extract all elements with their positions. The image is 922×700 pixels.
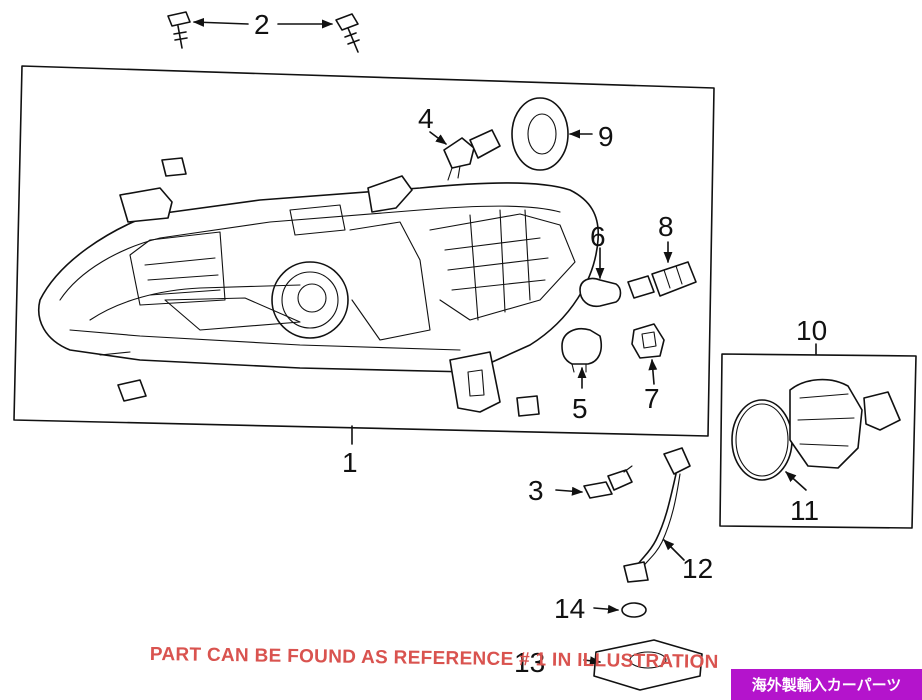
assembly-box (13, 65, 715, 437)
motor-13 (593, 639, 703, 691)
callout-9: 9 (598, 121, 614, 152)
callout-10: 10 (796, 315, 827, 346)
shop-badge: 海外製輸入カーパーツ (731, 669, 922, 700)
housing-10 (789, 378, 901, 469)
callout-12: 12 (682, 553, 713, 584)
callout-6: 6 (590, 221, 606, 252)
bulb-3 (583, 465, 633, 499)
bulb-5 (561, 328, 603, 373)
callout-8: 8 (658, 211, 674, 242)
bulb-4 (443, 129, 501, 181)
callout-2: 2 (254, 9, 270, 40)
callout-5: 5 (572, 393, 588, 424)
headlamp-assembly (38, 157, 600, 417)
bolt-left (167, 11, 191, 49)
callout-1: 1 (342, 447, 358, 478)
callout-4: 4 (418, 103, 434, 134)
socket-7 (631, 323, 665, 359)
callout-14: 14 (554, 593, 585, 624)
callout-3: 3 (528, 475, 544, 506)
ring-11 (731, 399, 793, 481)
harness-12 (623, 447, 691, 583)
callout-7: 7 (644, 383, 660, 414)
callout-13: 13 (514, 647, 545, 678)
bolt-right (335, 13, 360, 53)
nut-14 (621, 602, 647, 618)
cover-9 (511, 97, 569, 171)
callout-11: 11 (790, 495, 819, 526)
adjuster-box (719, 353, 917, 529)
socket-8 (627, 261, 697, 299)
bulb-6 (579, 277, 622, 308)
